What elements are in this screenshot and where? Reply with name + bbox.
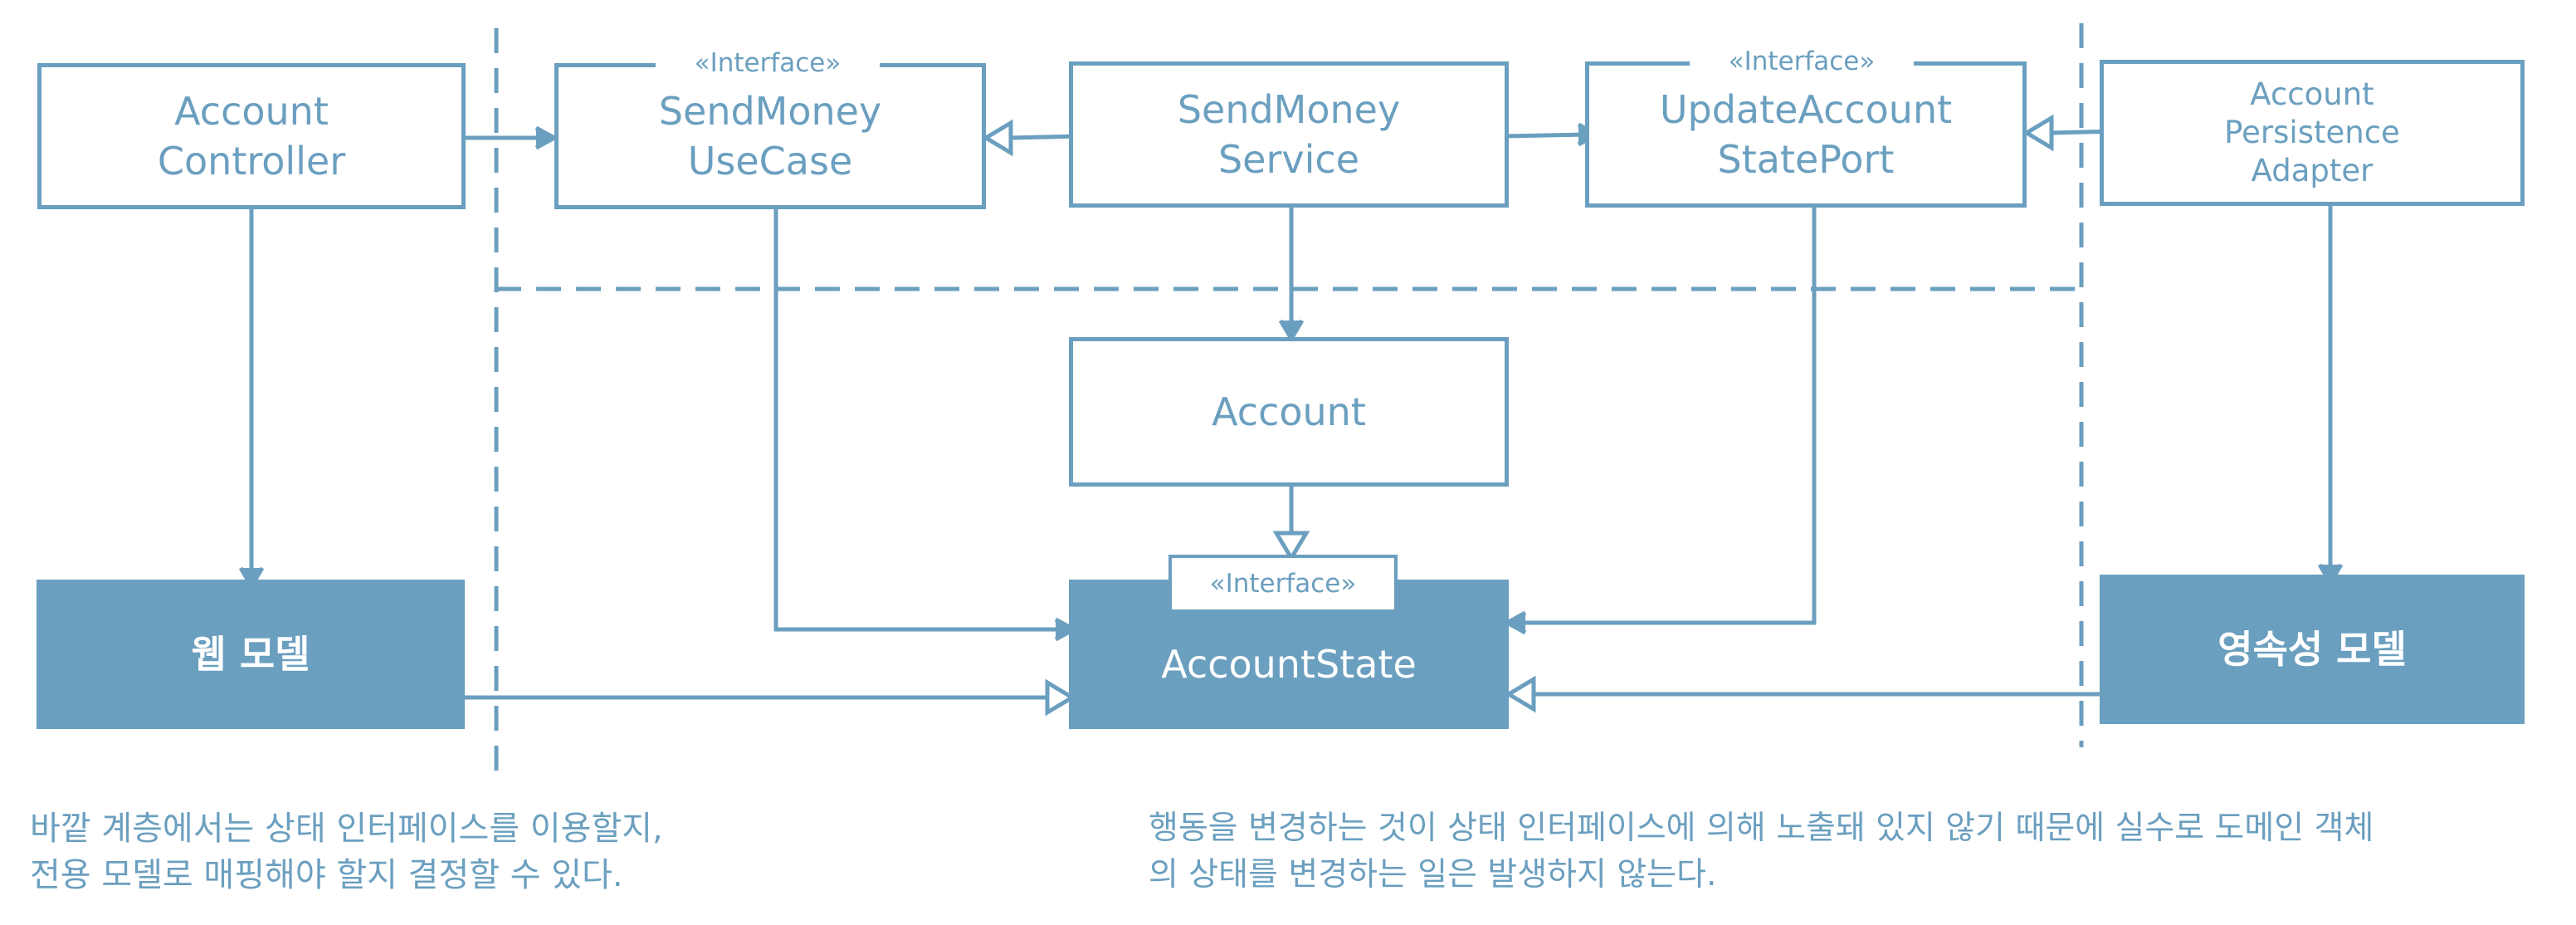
send-money-service-box: SendMoney Service: [1069, 61, 1509, 208]
send-money-usecase-box: SendMoney UseCase: [554, 63, 986, 209]
port-to-accountstate-line: [1515, 208, 1817, 625]
account-persistence-adapter-label-line3: Adapter: [2251, 153, 2374, 188]
right-caption-line1: 행동을 변경하는 것이 상태 인터페이스에 의해 노출돼 있지 않기 때문에 실…: [1149, 810, 2374, 847]
update-account-state-port-label-line1: UpdateAccount: [1659, 87, 1953, 132]
account-controller-label-line1: Account: [174, 89, 329, 134]
web-model-box: 웹 모델: [37, 580, 465, 729]
send-money-usecase-label-line1: SendMoney: [658, 89, 882, 134]
port-to-accountstate-arrowhead: [1502, 610, 1527, 635]
account-label: Account: [1212, 389, 1366, 434]
account-to-accountstate-triangle: [1272, 531, 1310, 562]
account-controller-label-line2: Controller: [157, 139, 346, 184]
account-persistence-adapter-label-line2: Persistence: [2224, 115, 2400, 150]
update-account-state-port-stereotype: «Interface»: [1690, 45, 1914, 78]
usecase-to-accountstate-line: [773, 208, 1066, 632]
send-money-usecase-stereotype: «Interface»: [656, 46, 880, 80]
account-persistence-adapter-box: Account Persistence Adapter: [2100, 60, 2525, 206]
right-caption: 행동을 변경하는 것이 상태 인터페이스에 의해 노출돼 있지 않기 때문에 실…: [1149, 805, 2374, 898]
account-persistence-adapter-label-line1: Account: [2250, 76, 2374, 112]
account-state-stereotype: «Interface»: [1168, 555, 1398, 613]
persistencemodel-to-accountstate-triangle: [1505, 675, 1536, 713]
left-caption-line1: 바깥 계층에서는 상태 인터페이스를 이용할지,: [30, 810, 663, 848]
webmodel-to-accountstate-triangle: [1045, 678, 1076, 717]
account-box: Account: [1069, 337, 1509, 487]
send-money-usecase-label-line2: UseCase: [687, 139, 853, 184]
web-model-label: 웹 모델: [191, 632, 310, 677]
persistence-model-label: 영속성 모델: [2217, 627, 2407, 672]
service-to-usecase-line: [1010, 134, 1080, 140]
account-state-label: AccountState: [1161, 642, 1417, 687]
update-account-state-port-label-line2: StatePort: [1717, 137, 1895, 182]
adapter-to-port-triangle: [2022, 114, 2054, 152]
left-caption: 바깥 계층에서는 상태 인터페이스를 이용할지, 전용 모델로 매핑해야 할지 …: [30, 805, 663, 898]
update-account-state-port-box: UpdateAccount StatePort: [1585, 61, 2027, 208]
service-to-port-line: [1505, 132, 1589, 139]
right-caption-line2: 의 상태를 변경하는 일은 발생하지 않는다.: [1149, 856, 1717, 893]
send-money-service-label-line2: Service: [1217, 137, 1359, 182]
persistence-model-box: 영속성 모델: [2100, 575, 2525, 724]
controller-to-usecase-arrowhead: [534, 125, 559, 150]
service-to-usecase-triangle: [982, 119, 1013, 157]
service-to-account-arrowhead: [1278, 319, 1305, 343]
left-caption-line2: 전용 모델로 매핑해야 할지 결정할 수 있다.: [30, 856, 623, 894]
send-money-service-label-line1: SendMoney: [1177, 87, 1401, 132]
account-controller-box: Account Controller: [37, 63, 466, 209]
